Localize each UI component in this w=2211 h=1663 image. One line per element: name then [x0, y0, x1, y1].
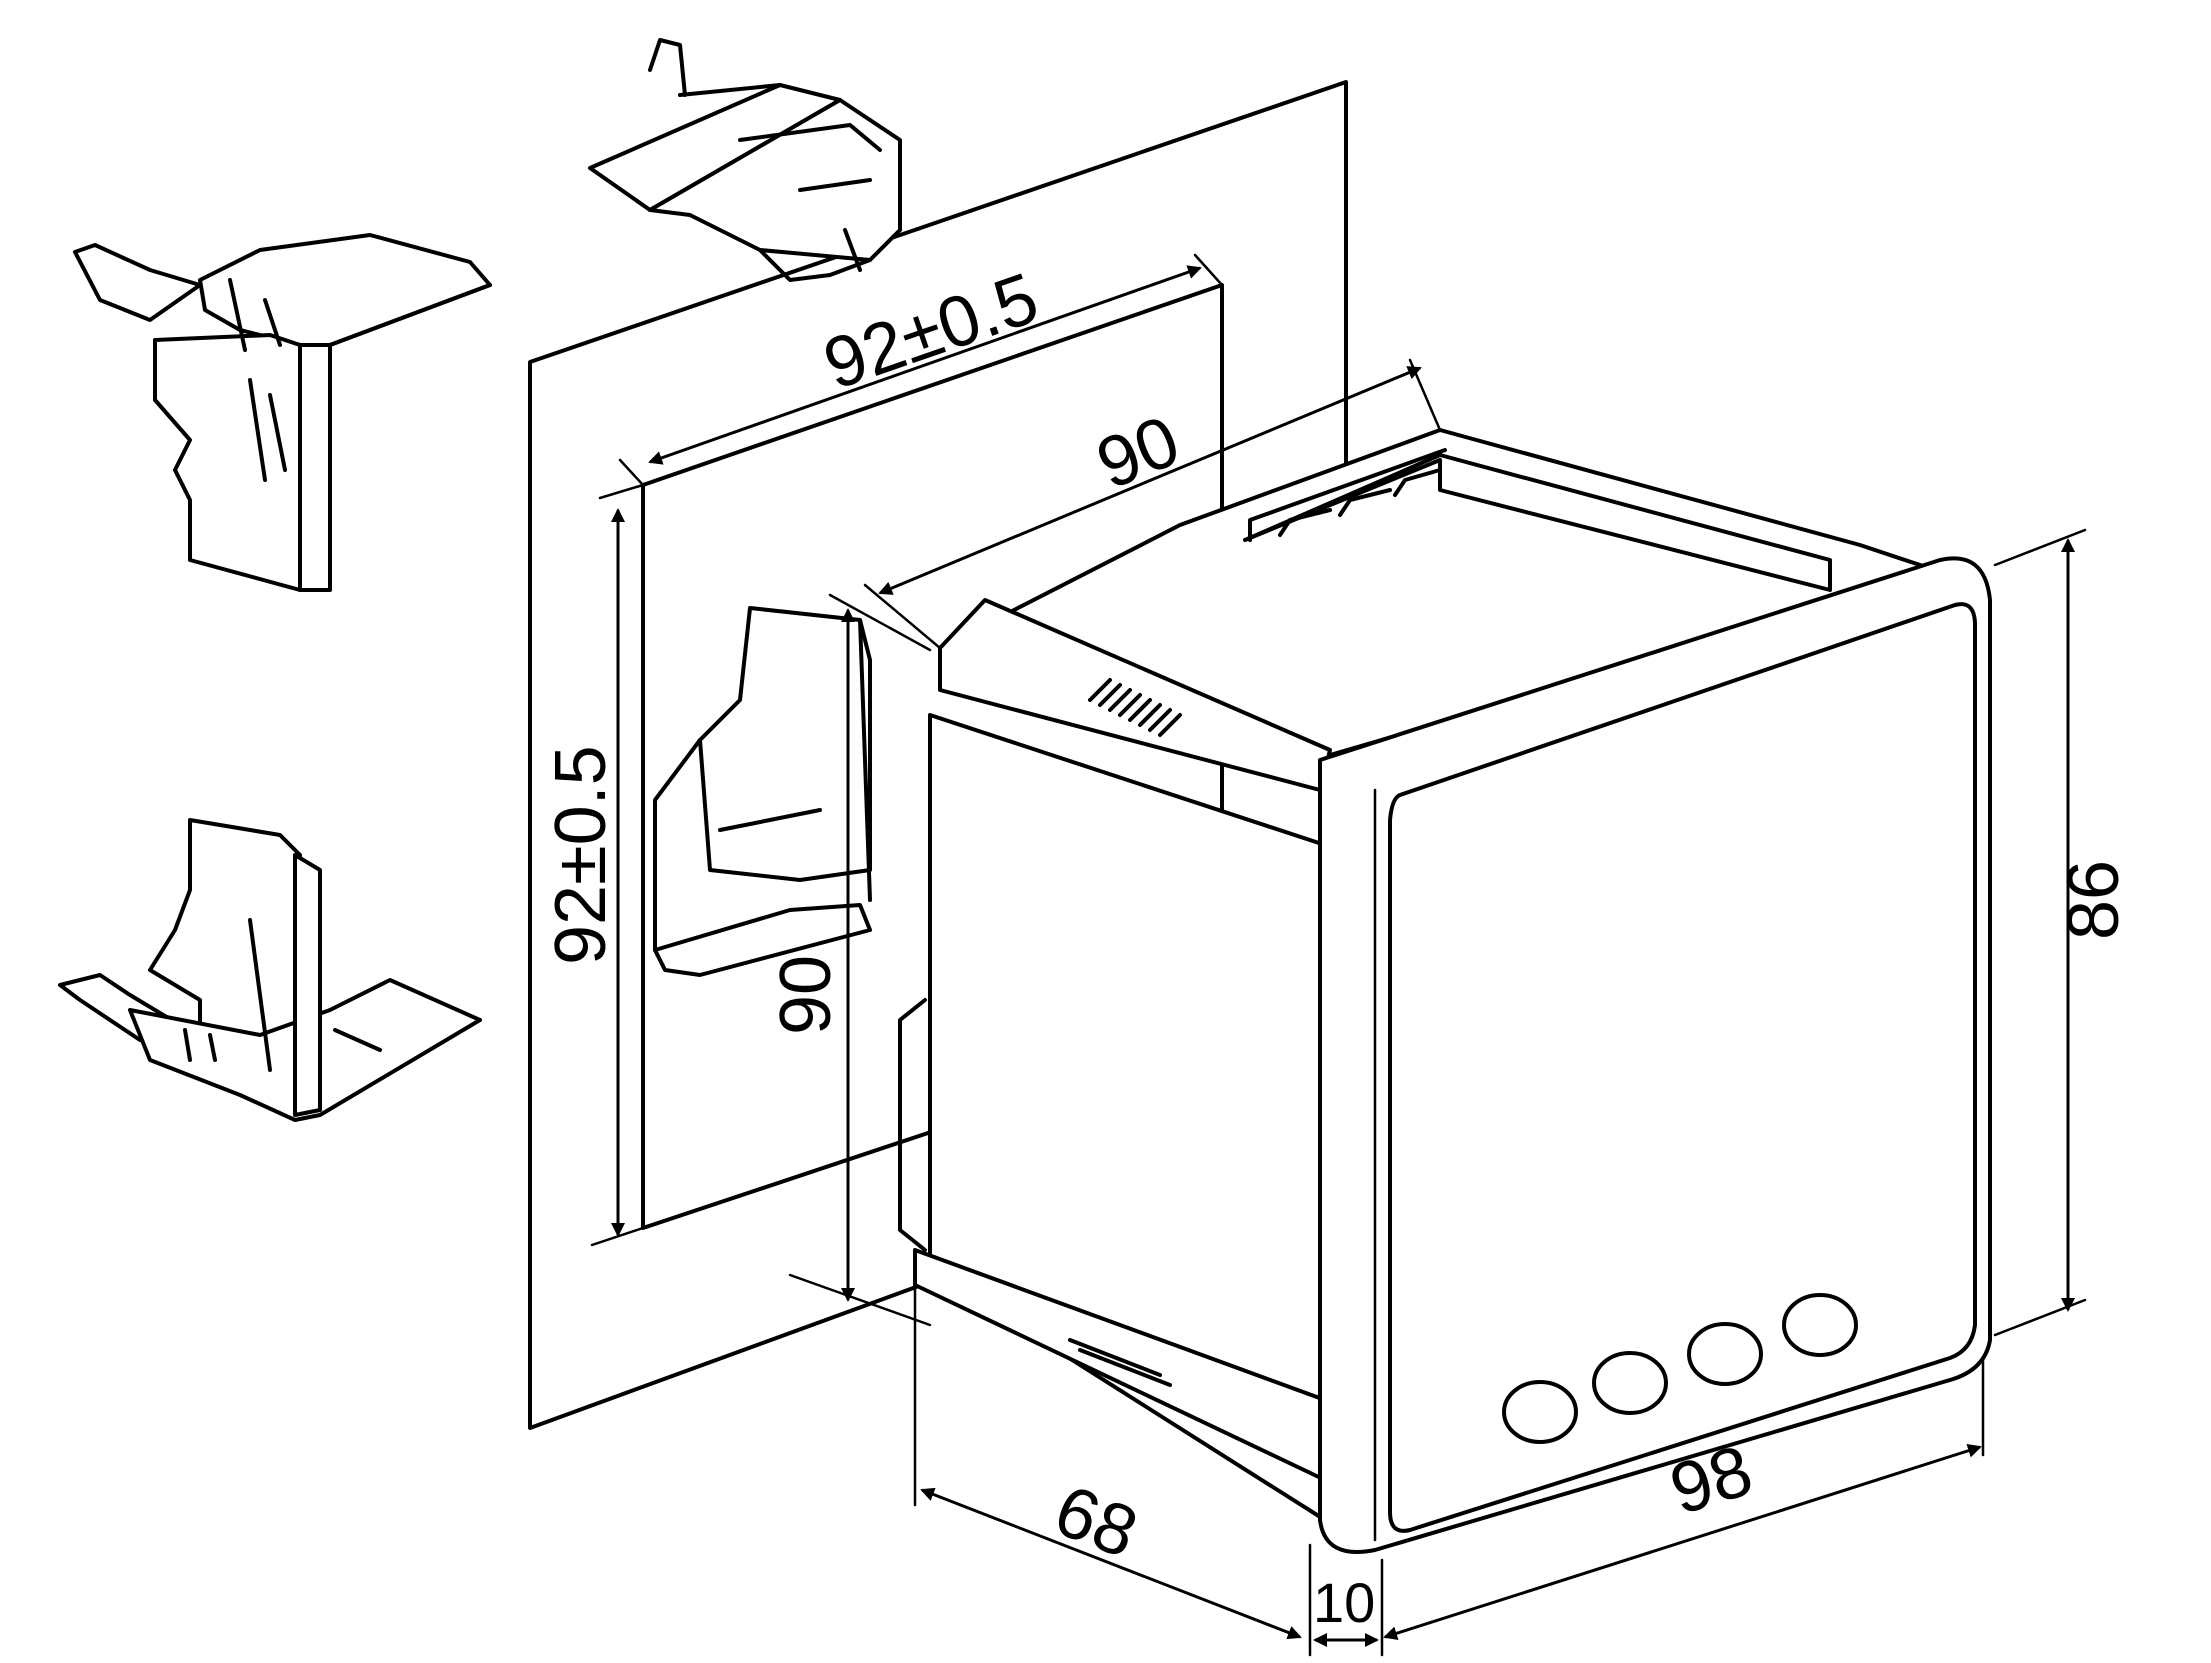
dim-line-depth [920, 1487, 1302, 1640]
label-front-height: 86 [2054, 860, 2134, 940]
terminal-block [1243, 453, 1832, 592]
dimension-lines [590, 253, 2087, 1657]
label-cutout-height: 92±0.5 [541, 745, 621, 965]
label-depth: 68 [1044, 1470, 1147, 1573]
label-body-height: 90 [766, 955, 846, 1035]
top-mounting-clip [588, 38, 902, 282]
dim-line-front-width [1383, 1443, 1982, 1641]
front-button-2 [1592, 1351, 1668, 1415]
dim-line-cutout-width [648, 265, 1202, 465]
front-button-3 [1687, 1322, 1763, 1386]
front-buttons [1502, 1293, 1858, 1444]
upper-left-mounting-clip [73, 233, 492, 592]
installed-clip [653, 606, 872, 977]
front-button-4 [1782, 1293, 1858, 1357]
dim-line-body-width [878, 366, 1422, 595]
front-button-1 [1502, 1380, 1578, 1444]
meter-housing [898, 428, 1992, 1554]
label-bezel-depth: 10 [1313, 1571, 1375, 1634]
lower-left-mounting-clip [58, 818, 482, 1122]
